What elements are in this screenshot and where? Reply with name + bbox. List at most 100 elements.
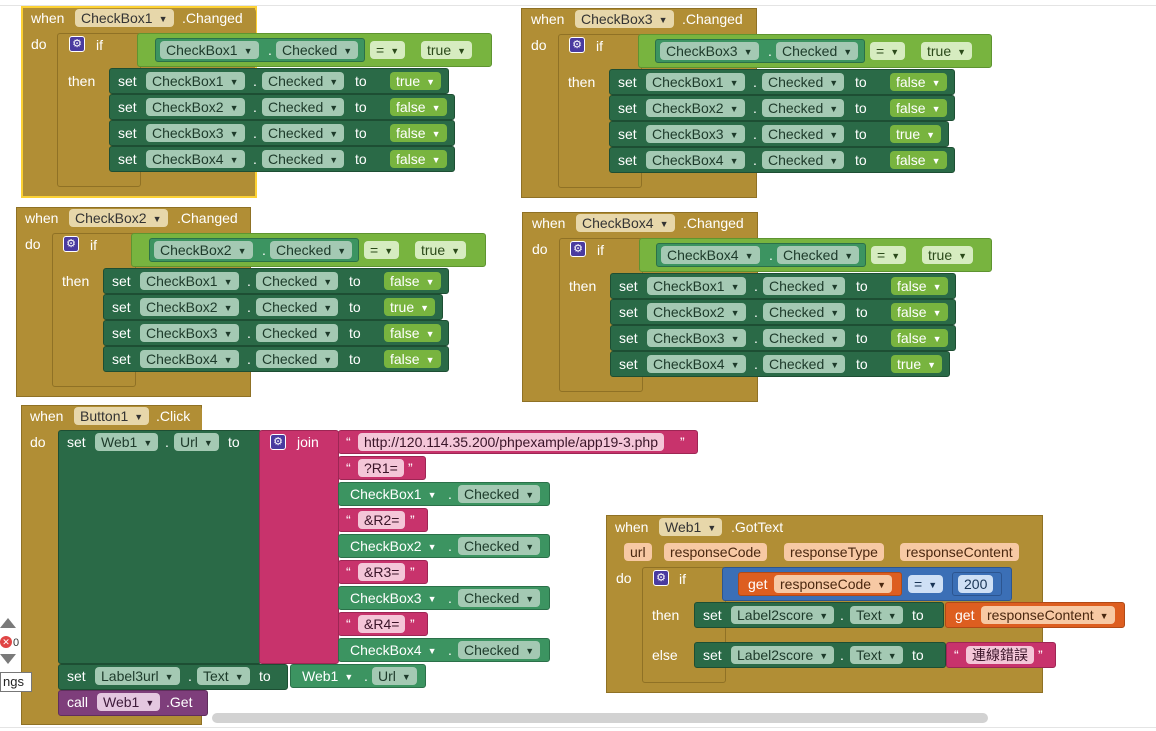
component-dropdown[interactable]: Web1▼ — [296, 667, 360, 685]
component-dropdown[interactable]: CheckBox3▼ — [646, 125, 745, 143]
property-dropdown[interactable]: Checked▼ — [762, 125, 845, 143]
false-block[interactable]: false▼ — [384, 350, 441, 368]
component-dropdown[interactable]: CheckBox1▼ — [146, 72, 245, 90]
zoom-out-icon[interactable] — [0, 654, 16, 664]
true-block[interactable]: true▼ — [890, 125, 942, 143]
property-dropdown[interactable]: Checked▼ — [262, 150, 345, 168]
property-dropdown[interactable]: Checked▼ — [777, 246, 860, 264]
event-component-dropdown[interactable]: CheckBox3▼ — [575, 10, 674, 28]
component-dropdown[interactable]: CheckBox2▼ — [647, 303, 746, 321]
true-block[interactable]: true▼ — [891, 355, 943, 373]
true-block[interactable]: true▼ — [384, 298, 436, 316]
component-dropdown[interactable]: Label2score▼ — [731, 606, 835, 624]
property-dropdown[interactable]: Checked▼ — [458, 485, 541, 503]
true-block[interactable]: true▼ — [922, 246, 974, 264]
number-field[interactable]: 200 — [958, 575, 994, 593]
false-block[interactable]: false▼ — [390, 150, 447, 168]
variable-dropdown[interactable]: responseCode▼ — [774, 575, 892, 593]
true-block[interactable]: true▼ — [921, 42, 973, 60]
property-dropdown[interactable]: Checked▼ — [276, 41, 359, 59]
component-dropdown[interactable]: Label3url▼ — [95, 667, 180, 685]
gear-icon[interactable]: ⚙ — [270, 434, 286, 450]
component-dropdown[interactable]: CheckBox2▼ — [646, 99, 745, 117]
gear-icon[interactable]: ⚙ — [653, 570, 669, 586]
false-block[interactable]: false▼ — [891, 277, 948, 295]
component-dropdown[interactable]: CheckBox1▼ — [344, 485, 443, 503]
false-block[interactable]: false▼ — [891, 329, 948, 347]
property-dropdown[interactable]: Checked▼ — [262, 124, 345, 142]
false-block[interactable]: false▼ — [384, 324, 441, 342]
horizontal-scrollbar[interactable] — [212, 713, 988, 723]
text-field[interactable]: &R3= — [358, 563, 406, 581]
warnings-toggle[interactable]: ngs — [0, 672, 32, 692]
component-dropdown[interactable]: CheckBox4▼ — [646, 151, 745, 169]
gear-icon[interactable]: ⚙ — [569, 37, 585, 53]
component-dropdown[interactable]: CheckBox1▼ — [140, 272, 239, 290]
component-dropdown[interactable]: CheckBox4▼ — [140, 350, 239, 368]
component-dropdown[interactable]: CheckBox3▼ — [344, 589, 443, 607]
component-dropdown[interactable]: Web1▼ — [97, 693, 161, 711]
component-dropdown[interactable]: CheckBox2▼ — [146, 98, 245, 116]
operator-dropdown[interactable]: =▼ — [364, 241, 400, 259]
property-dropdown[interactable]: Checked▼ — [763, 355, 846, 373]
variable-dropdown[interactable]: responseContent▼ — [981, 606, 1115, 624]
component-dropdown[interactable]: CheckBox4▼ — [146, 150, 245, 168]
false-block[interactable]: false▼ — [390, 124, 447, 142]
component-dropdown[interactable]: CheckBox3▼ — [146, 124, 245, 142]
property-dropdown[interactable]: Checked▼ — [270, 241, 353, 259]
property-dropdown[interactable]: Checked▼ — [762, 151, 845, 169]
gear-icon[interactable]: ⚙ — [63, 236, 79, 252]
operator-dropdown[interactable]: =▼ — [908, 575, 944, 593]
component-dropdown[interactable]: CheckBox3▼ — [647, 329, 746, 347]
event-component-dropdown[interactable]: CheckBox4▼ — [576, 214, 675, 232]
event-component-dropdown[interactable]: CheckBox2▼ — [69, 209, 168, 227]
param-response-content[interactable]: responseContent — [900, 543, 1019, 561]
component-dropdown[interactable]: CheckBox4▼ — [661, 246, 760, 264]
property-dropdown[interactable]: Text▼ — [850, 646, 903, 664]
error-icon[interactable]: ✕ — [0, 636, 12, 648]
false-block[interactable]: false▼ — [891, 303, 948, 321]
property-dropdown[interactable]: Checked▼ — [262, 98, 345, 116]
property-dropdown[interactable]: Checked▼ — [458, 537, 541, 555]
property-dropdown[interactable]: Checked▼ — [776, 42, 859, 60]
property-dropdown[interactable]: Checked▼ — [458, 641, 541, 659]
property-dropdown[interactable]: Checked▼ — [256, 272, 339, 290]
true-block[interactable]: true▼ — [421, 41, 473, 59]
component-dropdown[interactable]: CheckBox2▼ — [344, 537, 443, 555]
component-dropdown[interactable]: CheckBox4▼ — [344, 641, 443, 659]
property-dropdown[interactable]: Checked▼ — [262, 72, 345, 90]
text-field[interactable]: 連線錯誤 — [966, 646, 1034, 664]
property-dropdown[interactable]: Checked▼ — [762, 73, 845, 91]
component-dropdown[interactable]: CheckBox1▼ — [647, 277, 746, 295]
property-dropdown[interactable]: Checked▼ — [458, 589, 541, 607]
text-field[interactable]: &R2= — [358, 511, 406, 529]
event-component-dropdown[interactable]: CheckBox1▼ — [75, 9, 174, 27]
component-dropdown[interactable]: CheckBox1▼ — [646, 73, 745, 91]
property-dropdown[interactable]: Text▼ — [197, 667, 250, 685]
false-block[interactable]: false▼ — [384, 272, 441, 290]
property-dropdown[interactable]: Url▼ — [372, 667, 417, 685]
text-field[interactable]: ?R1= — [358, 459, 404, 477]
component-dropdown[interactable]: CheckBox3▼ — [140, 324, 239, 342]
component-dropdown[interactable]: Web1▼ — [95, 433, 159, 451]
true-block[interactable]: true▼ — [415, 241, 467, 259]
false-block[interactable]: false▼ — [890, 99, 947, 117]
component-dropdown[interactable]: CheckBox3▼ — [660, 42, 759, 60]
text-field[interactable]: http://120.114.35.200/phpexample/app19-3… — [358, 433, 664, 451]
property-dropdown[interactable]: Checked▼ — [763, 329, 846, 347]
property-dropdown[interactable]: Checked▼ — [763, 303, 846, 321]
property-dropdown[interactable]: Checked▼ — [256, 324, 339, 342]
component-dropdown[interactable]: CheckBox1▼ — [160, 41, 259, 59]
param-url[interactable]: url — [624, 543, 652, 561]
component-dropdown[interactable]: Label2score▼ — [731, 646, 835, 664]
zoom-in-icon[interactable] — [0, 618, 16, 628]
text-field[interactable]: &R4= — [358, 615, 406, 633]
property-dropdown[interactable]: Checked▼ — [762, 99, 845, 117]
gear-icon[interactable]: ⚙ — [69, 36, 85, 52]
property-dropdown[interactable]: Checked▼ — [256, 350, 339, 368]
component-dropdown[interactable]: CheckBox2▼ — [154, 241, 253, 259]
operator-dropdown[interactable]: =▼ — [871, 246, 907, 264]
join-block[interactable] — [259, 430, 339, 664]
component-dropdown[interactable]: CheckBox4▼ — [647, 355, 746, 373]
component-dropdown[interactable]: CheckBox2▼ — [140, 298, 239, 316]
